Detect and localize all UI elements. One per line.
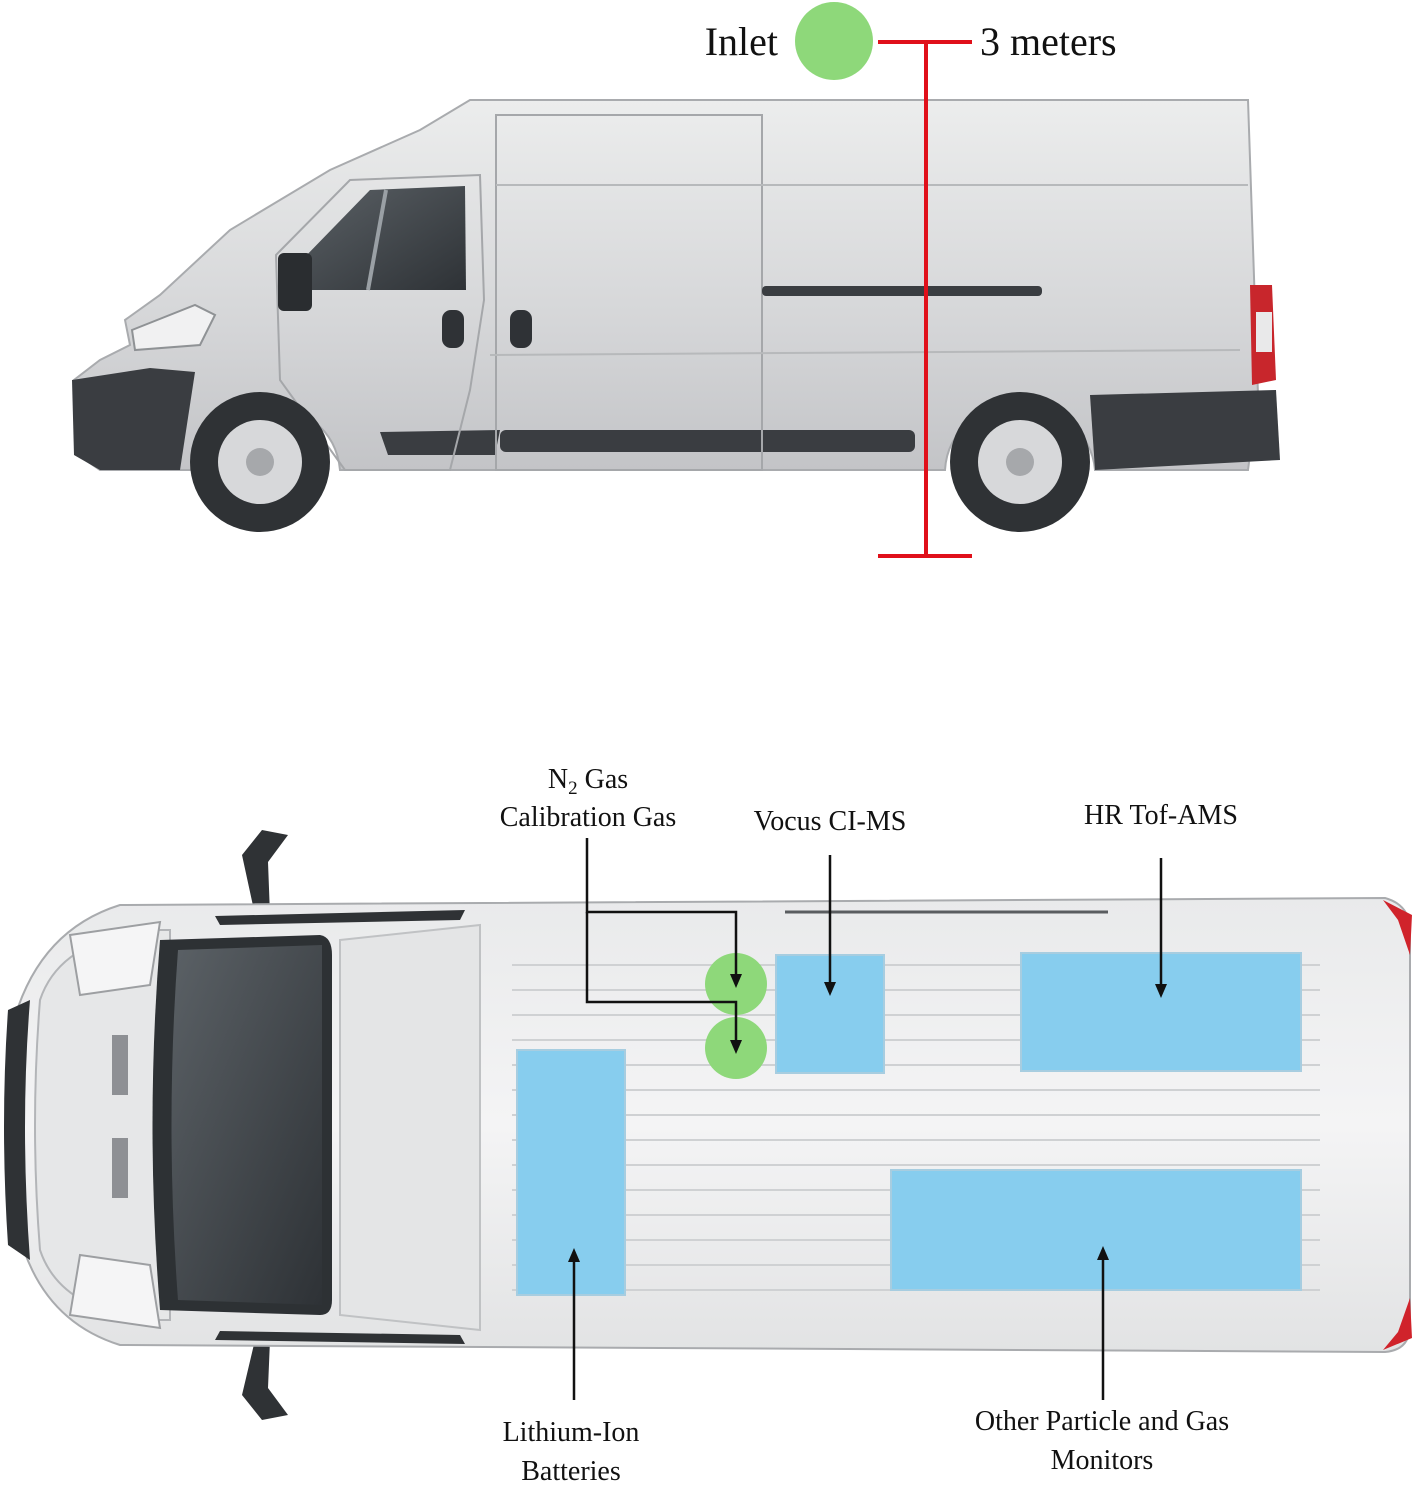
van-side-front-bumper xyxy=(72,368,195,470)
calibration-gas-leader xyxy=(585,912,738,1042)
arrowhead xyxy=(568,1248,580,1262)
van-side-sliding-door xyxy=(495,114,763,471)
van-top-taillight xyxy=(1383,900,1412,955)
van-top-taillight xyxy=(1383,1298,1412,1350)
n2-label-prefix: N xyxy=(548,764,568,795)
arrowhead xyxy=(730,1040,742,1054)
height-scale-bar: 3 meters xyxy=(878,19,1117,558)
inlet-label: Inlet xyxy=(705,19,778,64)
inlet-annotation: Inlet xyxy=(705,2,873,80)
arrowhead xyxy=(824,982,836,996)
van-top-cab-roof xyxy=(339,923,481,1332)
arrowhead xyxy=(730,974,742,988)
instrument-layout xyxy=(516,952,1302,1296)
van-side-window-divider xyxy=(366,189,388,291)
battery-label-line2: Batteries xyxy=(521,1456,621,1486)
n2-label-suffix: Gas xyxy=(578,764,629,795)
van-top-headlight-left xyxy=(68,920,162,997)
van-side-panel-line xyxy=(489,349,1241,356)
van-top-mirror-right xyxy=(242,1340,288,1420)
lithium-ion-battery-block xyxy=(516,1049,626,1296)
van-side-front-wheel xyxy=(190,392,330,532)
van-side-rub-strip-mid xyxy=(500,430,915,452)
n2-gas-label: N2 Gas xyxy=(548,764,628,799)
van-side-door-handle xyxy=(510,310,532,348)
vocus-ci-ms-label: Vocus CI-MS xyxy=(754,806,907,837)
van-side-door-rail xyxy=(762,286,1042,296)
other-monitors-block xyxy=(890,1169,1302,1291)
van-side-rub-strip-front xyxy=(380,430,500,455)
van-side-headlight xyxy=(130,303,217,352)
van-side-door-handle xyxy=(442,310,464,348)
van-side-mirror xyxy=(278,253,312,311)
van-top-side-trim xyxy=(215,910,465,925)
monitors-label-line2: Monitors xyxy=(1051,1445,1154,1476)
van-top-view xyxy=(4,830,1412,1420)
van-side-rear-wheel xyxy=(950,392,1090,532)
van-top-headlight-right xyxy=(68,1253,162,1330)
van-top-grille-vent xyxy=(112,1035,128,1095)
n2-label-subscript: 2 xyxy=(568,778,578,799)
hr-tof-ams-label: HR Tof-AMS xyxy=(1084,800,1238,831)
top-view-labels: N2 Gas Calibration Gas Vocus CI-MS HR To… xyxy=(500,764,1238,1487)
van-side-cab-window xyxy=(300,186,466,290)
van-top-front-bumper xyxy=(4,1000,30,1260)
height-label: 3 meters xyxy=(980,19,1117,64)
arrowhead xyxy=(1097,1246,1109,1260)
van-side-view xyxy=(72,99,1280,532)
battery-label-line1: Lithium-Ion xyxy=(503,1417,640,1448)
van-top-grille-vent xyxy=(112,1138,128,1198)
van-side-taillight-lens xyxy=(1256,312,1272,352)
van-top-windshield-glass xyxy=(171,945,322,1305)
arrowheads xyxy=(568,974,1167,1262)
n2-gas-leader xyxy=(585,838,738,976)
inlet-marker xyxy=(795,2,873,80)
van-side-lower-skirt xyxy=(1090,390,1280,470)
monitors-label-line1: Other Particle and Gas xyxy=(975,1406,1229,1437)
leader-lines xyxy=(572,838,1163,1400)
calibration-gas-label: Calibration Gas xyxy=(500,802,677,833)
van-top-side-trim xyxy=(215,1331,465,1344)
van-top-mirror-left xyxy=(242,830,288,915)
arrowhead xyxy=(1155,984,1167,998)
